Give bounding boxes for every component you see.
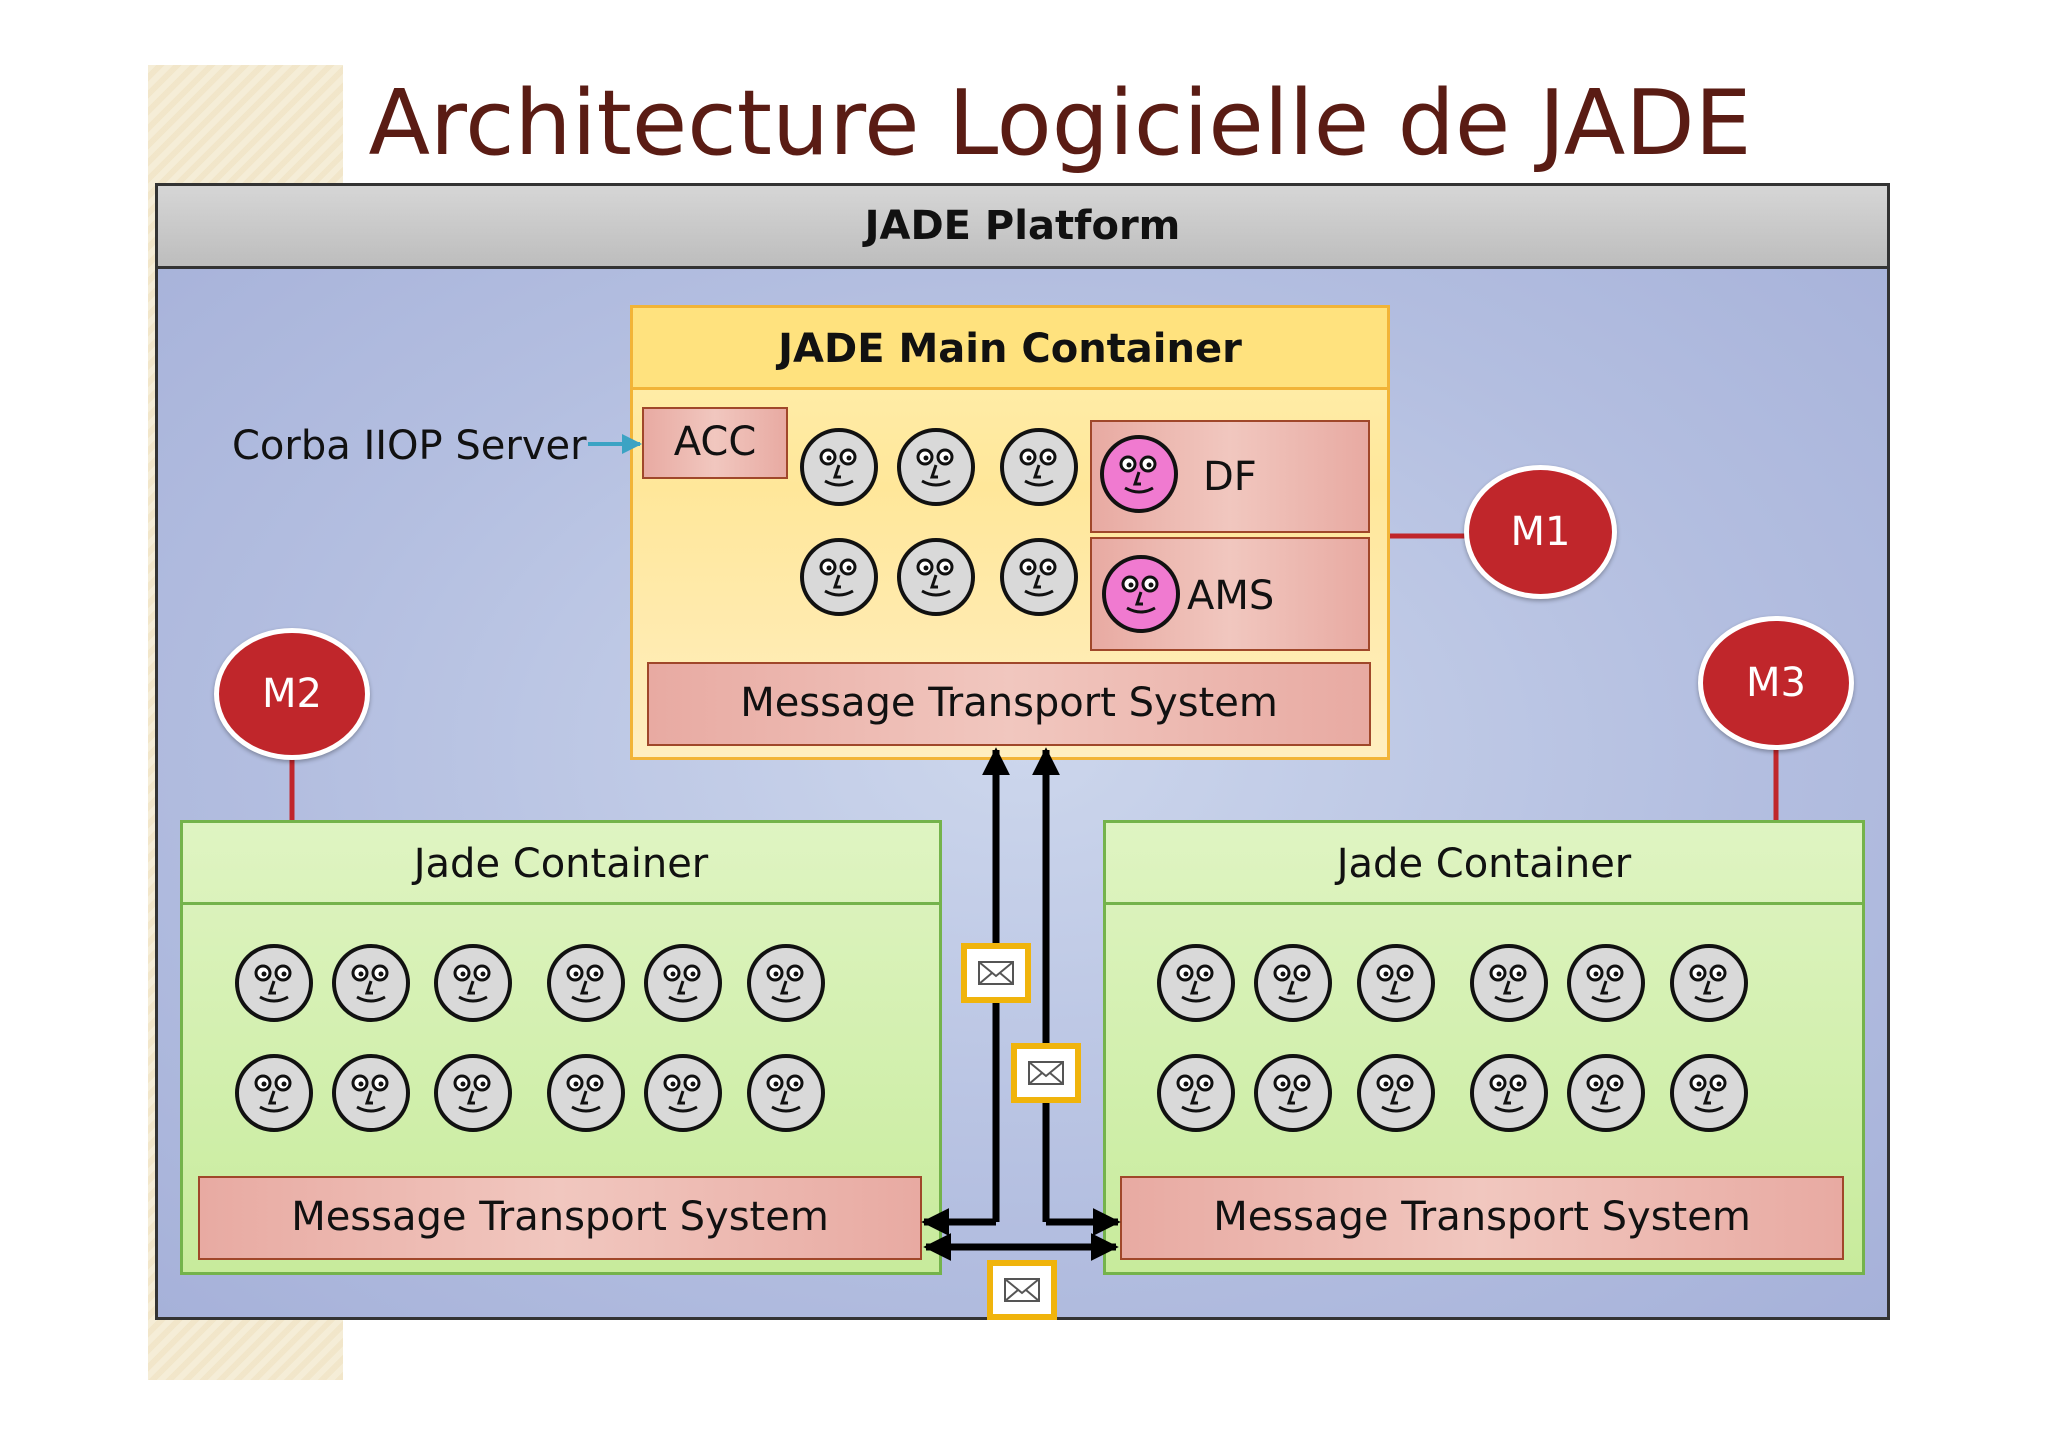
df-agent-icon: [1100, 435, 1178, 513]
acc-box: ACC: [642, 407, 788, 479]
agent-face-icon: [800, 428, 878, 506]
machine-m1: M1: [1464, 465, 1617, 599]
machine-m3: M3: [1698, 616, 1854, 750]
envelope-icon: [964, 946, 1028, 1000]
agent-face-icon: [1000, 428, 1078, 506]
platform-header: JADE Platform: [155, 183, 1890, 269]
agent-face-icon: [800, 538, 878, 616]
corba-label: Corba IIOP Server: [232, 423, 587, 469]
df-label: DF: [1203, 454, 1257, 500]
right-container-title: Jade Container: [1106, 823, 1862, 905]
machine-m2: M2: [214, 628, 370, 760]
left-agents: [235, 944, 825, 1132]
right-mts-box: Message Transport System: [1120, 1176, 1844, 1260]
main-container-title: JADE Main Container: [633, 308, 1387, 390]
slide-title: Architecture Logicielle de JADE: [368, 71, 1752, 176]
envelope-icon: [1014, 1046, 1078, 1100]
left-container-title: Jade Container: [183, 823, 939, 905]
agent-face-icon: [897, 538, 975, 616]
right-agents: [1157, 944, 1748, 1132]
agent-face-icon: [897, 428, 975, 506]
ams-agent-icon: [1102, 555, 1180, 633]
main-mts-box: Message Transport System: [647, 662, 1371, 746]
agent-face-icon: [1000, 538, 1078, 616]
ams-label: AMS: [1187, 573, 1275, 619]
left-mts-box: Message Transport System: [198, 1176, 922, 1260]
envelope-icon: [990, 1263, 1054, 1317]
